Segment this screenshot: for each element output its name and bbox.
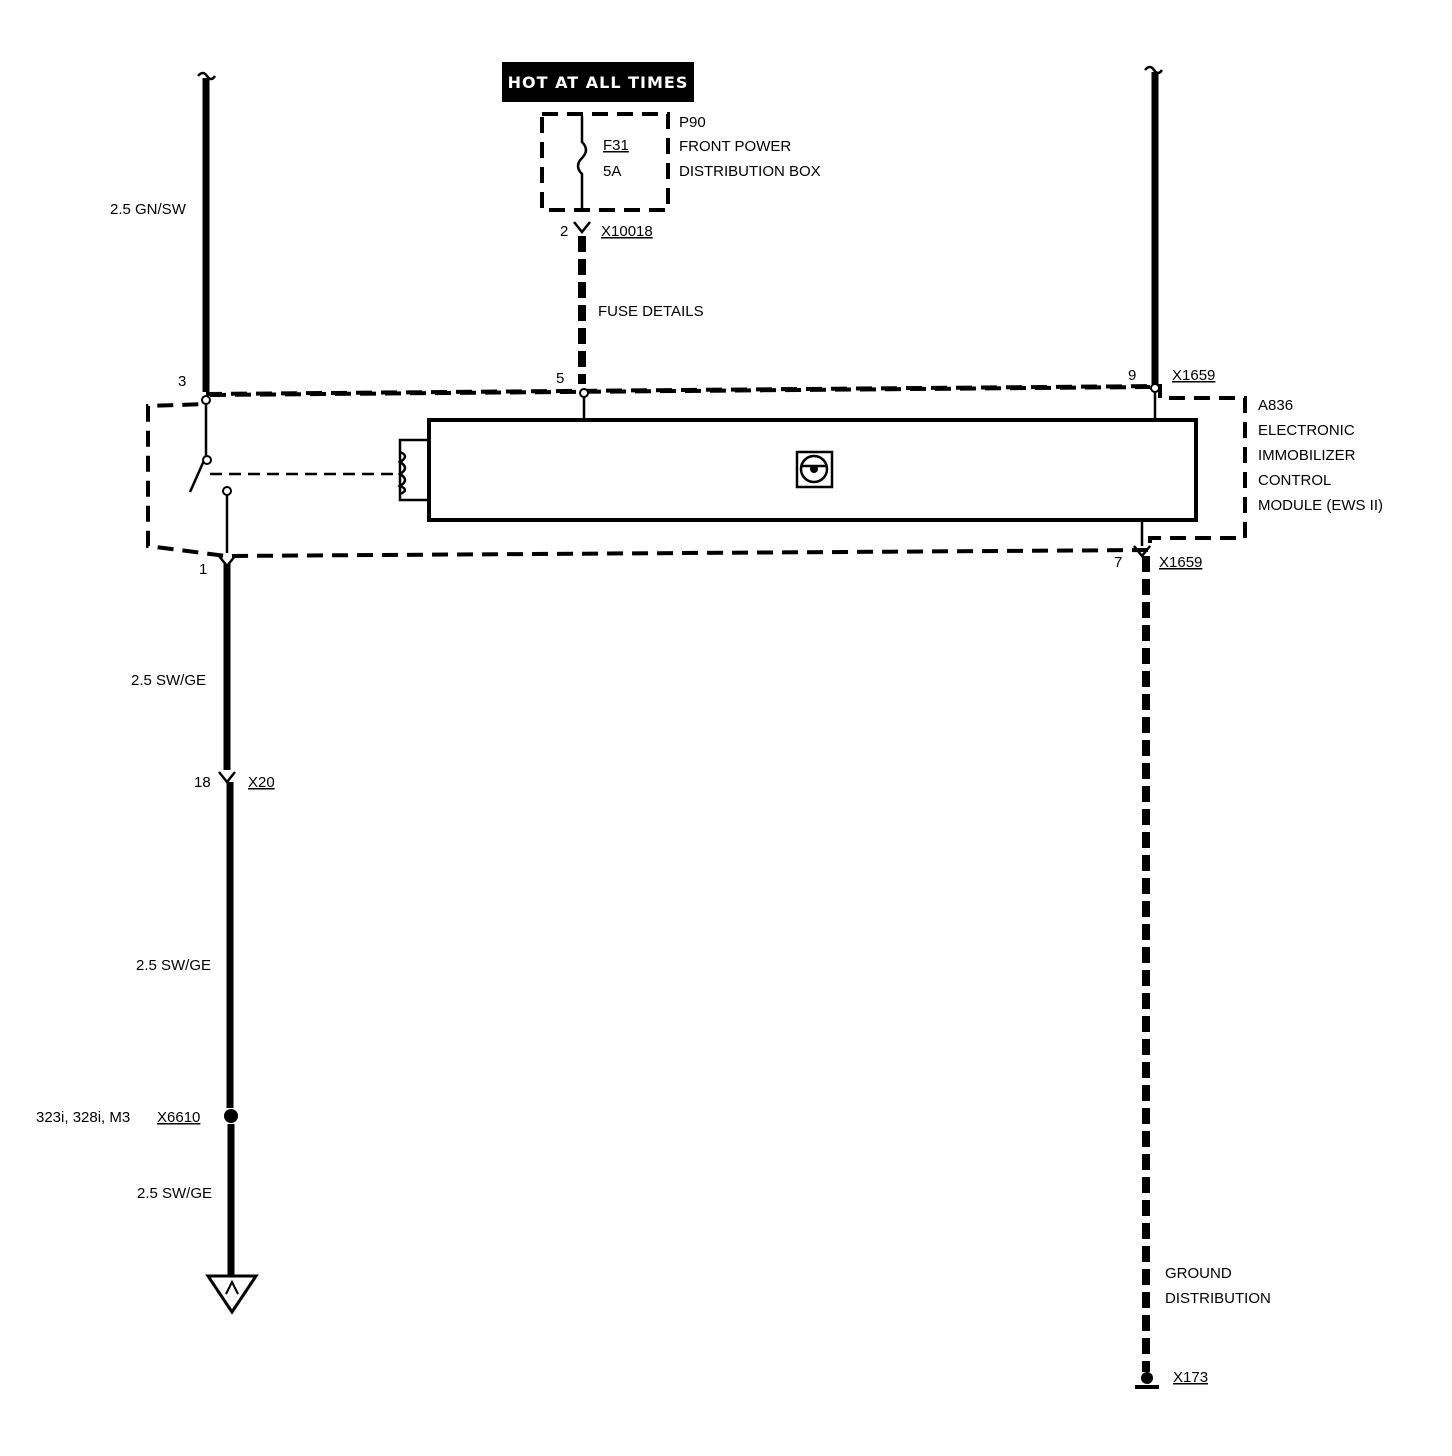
module-pin-3: 3 [178, 373, 186, 390]
left-mid-wire-label: 2.5 SW/GE [131, 672, 206, 689]
module-top-connector: X1659 [1172, 367, 1215, 384]
x10018-connector: X10018 [601, 223, 653, 240]
module-name-line3: CONTROL [1258, 472, 1331, 489]
fuse-box-name-line1: FRONT POWER [679, 138, 791, 155]
ground-icon [1135, 1372, 1159, 1389]
hot-at-all-times-label: HOT AT ALL TIMES [502, 62, 694, 102]
relay-switch [188, 404, 208, 493]
ground-label-line1: GROUND [1165, 1265, 1232, 1282]
splice-models: 323i, 328i, M3 [36, 1109, 130, 1126]
x10018-connector-symbol [573, 221, 591, 235]
steering-wheel-icon [795, 450, 834, 489]
right-top-wire-break-icon [1144, 65, 1164, 75]
fuse-box-name-line2: DISTRIBUTION BOX [679, 163, 821, 180]
ground-label-line2: DISTRIBUTION [1165, 1290, 1271, 1307]
fuse-symbol [576, 116, 588, 210]
relay-switch-pivot [202, 455, 212, 465]
hot-at-all-times-text: HOT AT ALL TIMES [508, 73, 689, 92]
module-top-dash-left [209, 385, 1151, 397]
x10018-pin: 2 [560, 223, 568, 240]
splice-x6610 [224, 1109, 238, 1123]
left-top-wire-label: 2.5 GN/SW [110, 201, 187, 218]
module-bottom-connector: X1659 [1159, 554, 1202, 571]
ground-connector: X173 [1173, 1369, 1208, 1386]
x20-connector: X20 [248, 774, 275, 791]
module-pin-5: 5 [556, 370, 564, 387]
relay-coil-icon [397, 438, 429, 502]
fuse-id: F31 [603, 137, 629, 154]
module-pin-9: 9 [1128, 367, 1136, 384]
pin-3-junction [201, 395, 211, 405]
splice-connector: X6610 [157, 1109, 200, 1126]
fuse-box-outline [540, 112, 670, 212]
module-pin-1: 1 [199, 561, 207, 578]
off-page-arrow-icon [205, 1274, 259, 1315]
module-outline [146, 383, 1247, 559]
module-pin-7: 7 [1114, 554, 1122, 571]
pin-5-junction [579, 388, 589, 398]
fuse-box-ref: P90 [679, 114, 706, 131]
fuse-details-label: FUSE DETAILS [598, 303, 704, 320]
x20-pin: 18 [194, 774, 211, 791]
module-ref: A836 [1258, 397, 1293, 414]
pin-9-junction [1150, 383, 1160, 393]
module-name-line1: ELECTRONIC [1258, 422, 1355, 439]
module-name-line2: IMMOBILIZER [1258, 447, 1356, 464]
fuse-rating: 5A [603, 163, 621, 180]
left-low-wire-label: 2.5 SW/GE [136, 957, 211, 974]
module-name-line4: MODULE (EWS II) [1258, 497, 1383, 514]
left-top-wire-break-icon [197, 71, 217, 81]
x20-connector-symbol [218, 771, 236, 785]
left-bottom-wire-label: 2.5 SW/GE [137, 1185, 212, 1202]
relay-switch-contact [222, 486, 232, 496]
